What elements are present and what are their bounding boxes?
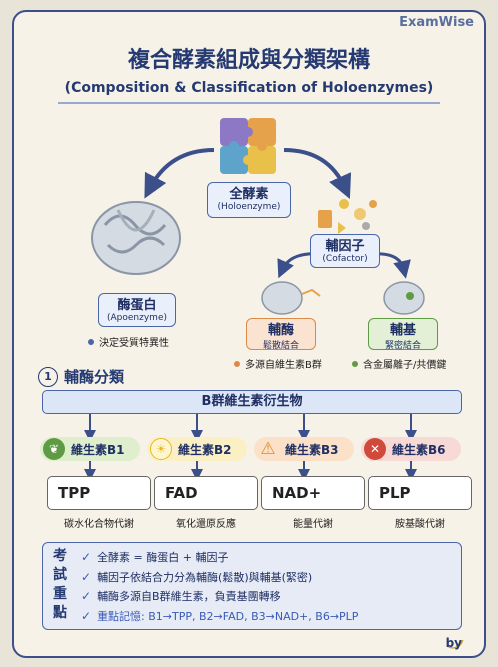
coenzyme-tpp-name: TPP — [58, 484, 91, 502]
b-vitamin-banner: B群維生素衍生物 — [42, 390, 462, 414]
section-title: 1 輔酶分類 — [38, 366, 124, 387]
prosthetic-protein-icon — [383, 281, 425, 315]
holoenzyme-label: 全酵素 — [229, 187, 269, 202]
lightbulb-icon: ☀ — [150, 438, 172, 460]
coenzyme-box: 輔酶 鬆散結合 — [246, 318, 316, 351]
exam-tag-char: 重 — [53, 586, 67, 602]
prosthetic-group-label: 輔基 — [389, 323, 416, 338]
exam-item: ✓ 重點記憶: B1→TPP, B2→FAD, B3→NAD+, B6→PLP — [81, 607, 358, 627]
exam-tag-char: 考 — [53, 548, 67, 564]
holoenzyme-sublabel: (Holoenzyme) — [217, 202, 281, 212]
check-icon: ✓ — [81, 550, 92, 564]
role-b2: 氧化還原反應 — [176, 519, 236, 530]
exam-item: ✓ 輔因子依結合力分為輔酶(鬆散)與輔基(緊密) — [81, 568, 358, 588]
page-subtitle: (Composition & Classification of Holoenz… — [64, 80, 434, 96]
coenzyme-tpp-box: TPP — [47, 476, 151, 510]
exam-item-text: 重點記憶: B1→TPP, B2→FAD, B3→NAD+, B6→PLP — [97, 609, 359, 623]
exam-item: ✓ 全酵素 = 酶蛋白 + 輔因子 — [81, 548, 358, 568]
cofactor-box: 輔因子 (Cofactor) — [310, 234, 380, 268]
banana-signature-icon — [446, 639, 464, 649]
coenzyme-sublabel: 鬆散結合 — [262, 341, 299, 351]
exam-tag-char: 點 — [53, 605, 67, 621]
vitamin-b6-pill: ✕ 維生素B6 — [361, 437, 461, 461]
coenzyme-nad-box: NAD+ — [261, 476, 365, 510]
coenzyme-plp-name: PLP — [379, 484, 411, 502]
exam-tag: 考 試 重 點 — [49, 547, 71, 623]
coenzyme-nad-name: NAD+ — [272, 484, 322, 502]
apoenzyme-sublabel: (Apoenzyme) — [107, 313, 167, 323]
apoenzyme-label: 酶蛋白 — [117, 298, 157, 313]
vitamin-b1-pill: ❦ 維生素B1 — [40, 437, 140, 461]
role-b1: 碳水化合物代謝 — [64, 519, 134, 530]
prosthetic-note: 含金屬離子/共價鍵 — [352, 356, 446, 371]
vitamin-b2-label: 維生素B2 — [178, 442, 232, 457]
vitamin-b3-label: 維生素B3 — [285, 442, 339, 457]
check-icon: ✓ — [81, 569, 92, 584]
section-number: 1 — [38, 366, 58, 387]
coenzyme-protein-icon — [261, 281, 321, 315]
exam-tag-char: 試 — [53, 567, 67, 583]
coenzyme-plp-box: PLP — [368, 476, 472, 510]
prosthetic-group-box: 輔基 緊密結合 — [368, 318, 438, 351]
note-bullet — [88, 338, 94, 345]
exam-item: ✓ 輔酶多源自B群維生素，負責基團轉移 — [81, 587, 358, 607]
holoenzyme-box: 全酵素 (Holoenzyme) — [207, 182, 291, 218]
exam-item-text: 輔酶多源自B群維生素，負責基團轉移 — [97, 590, 281, 603]
brand-logo: ExamWise — [399, 15, 474, 30]
exam-list: ✓ 全酵素 = 酶蛋白 + 輔因子 ✓ 輔因子依結合力分為輔酶(鬆散)與輔基(緊… — [81, 548, 358, 626]
note-bullet — [352, 360, 358, 367]
cofactor-sublabel: (Cofactor) — [322, 254, 368, 264]
role-b6: 胺基酸代謝 — [395, 519, 445, 530]
coenzyme-note-text: 多源自維生素B群 — [245, 360, 322, 371]
puzzle-icon — [220, 118, 276, 174]
page-title: 複合酵素組成與分類架構 — [127, 48, 370, 73]
role-b3: 能量代謝 — [293, 519, 333, 530]
exam-item-text: 輔因子依結合力分為輔酶(鬆散)與輔基(緊密) — [97, 570, 313, 584]
vitamin-b6-label: 維生素B6 — [392, 442, 446, 457]
check-icon: ✓ — [81, 589, 92, 603]
leaf-icon: ❦ — [43, 438, 65, 460]
prosthetic-note-text: 含金屬離子/共價鍵 — [363, 360, 447, 371]
section-title-text: 輔酶分類 — [64, 368, 125, 386]
prosthetic-group-sublabel: 緊密結合 — [384, 341, 421, 351]
vitamin-b2-pill: ☀ 維生素B2 — [147, 437, 247, 461]
apoenzyme-note: 決定受質特異性 — [88, 334, 169, 349]
cross-icon: ✕ — [364, 438, 386, 460]
vitamin-b3-pill: ⚠ 維生素B3 — [254, 437, 354, 461]
apoenzyme-box: 酶蛋白 (Apoenzyme) — [98, 293, 176, 327]
coenzyme-note: 多源自維生素B群 — [234, 356, 322, 371]
coenzyme-label: 輔酶 — [267, 323, 294, 338]
coenzyme-fad-name: FAD — [165, 484, 198, 502]
note-bullet — [234, 360, 240, 367]
protein-structure-icon — [91, 201, 181, 275]
cofactor-molecules-icon — [318, 199, 377, 234]
exam-key-points: 考 試 重 點 ✓ 全酵素 = 酶蛋白 + 輔因子 ✓ 輔因子依結合力分為輔酶(… — [42, 542, 462, 630]
apoenzyme-note-text: 決定受質特異性 — [99, 338, 169, 349]
vitamin-b1-label: 維生素B1 — [71, 442, 125, 457]
subtitle-underline — [58, 102, 440, 104]
exam-item-text: 全酵素 = 酶蛋白 + 輔因子 — [97, 551, 229, 564]
cofactor-label: 輔因子 — [325, 239, 365, 254]
warning-icon: ⚠ — [260, 439, 276, 459]
coenzyme-fad-box: FAD — [154, 476, 258, 510]
author-credit: by — [445, 636, 462, 650]
check-icon: ✓ — [81, 608, 92, 623]
